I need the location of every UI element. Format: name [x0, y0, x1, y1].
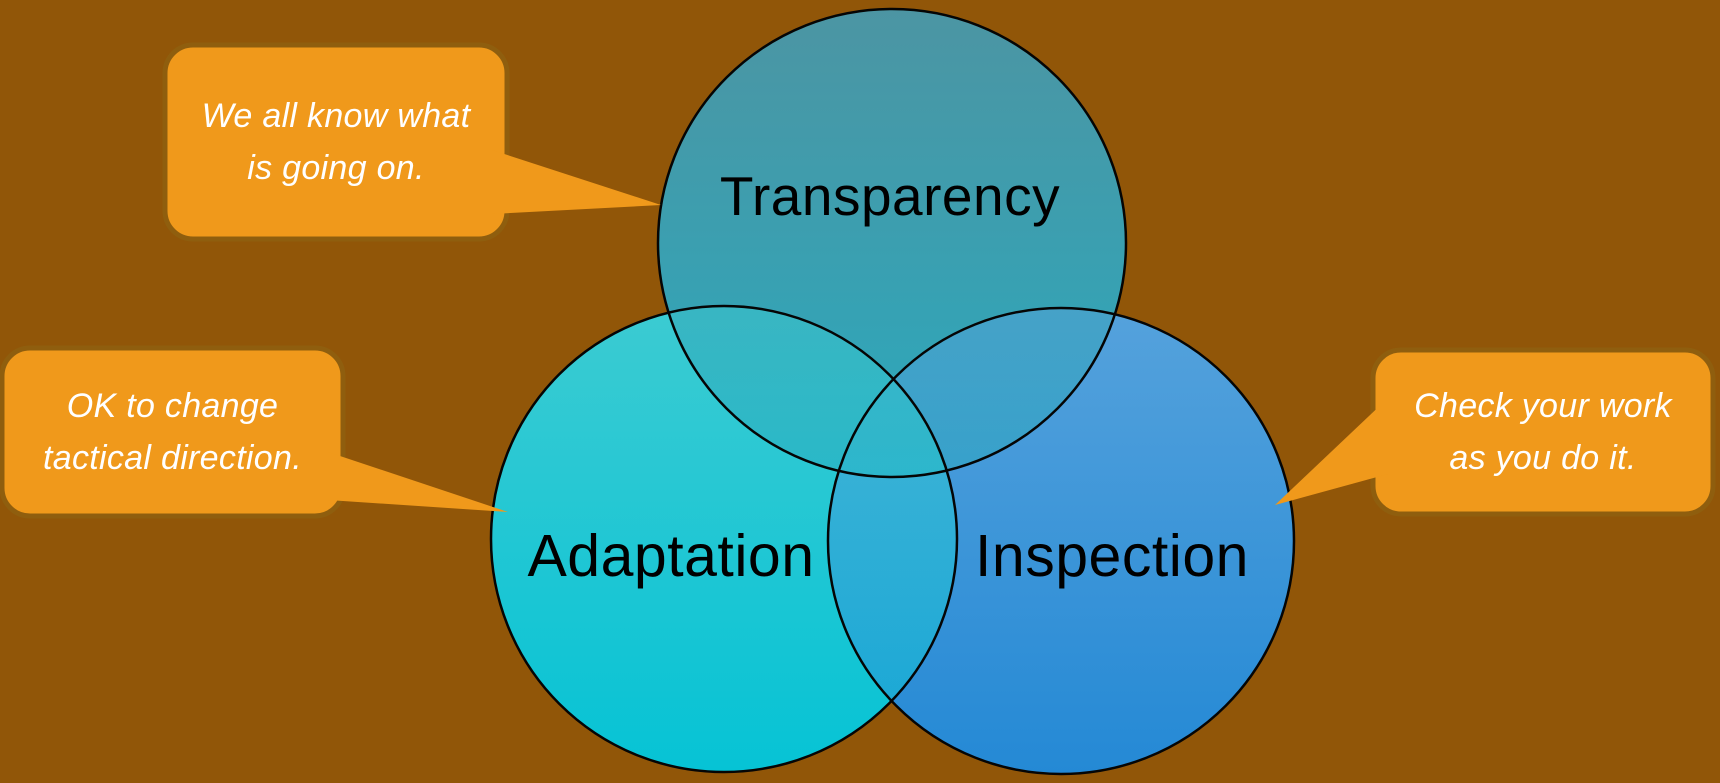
- adaptation-callout-bubble-border: [0, 345, 346, 519]
- callout-bubbles: [0, 42, 1716, 519]
- transparency-callout-text: We all know what is going on.: [165, 45, 507, 239]
- adaptation-callout-bubble: [2, 348, 343, 516]
- transparency-callout-bubble-border: [162, 42, 510, 242]
- inspection-label: Inspection: [975, 523, 1249, 589]
- transparency-callout-line-2: is going on.: [247, 149, 425, 187]
- inspection-callout-bubble: [1373, 350, 1713, 514]
- adaptation-circle-outline: [489, 304, 959, 774]
- transparency-callout-bubble: [165, 45, 507, 239]
- inspection-callout-line-1: Check your work: [1414, 387, 1672, 425]
- adaptation-callout-line-1: OK to change: [66, 387, 279, 425]
- overlap-transparency-adaptation: [658, 306, 957, 477]
- adaptation-label: Adaptation: [527, 523, 815, 589]
- inspection-circle-outline: [826, 306, 1296, 776]
- inspection-callout-pointer: [1275, 398, 1388, 505]
- inspection-callout-line-2: as you do it.: [1449, 439, 1637, 477]
- adaptation-callout-pointer: [328, 452, 508, 512]
- circle-outlines: [489, 7, 1296, 776]
- transparency-label: Transparency: [719, 165, 1061, 227]
- transparency-callout-line-1: We all know what: [201, 97, 471, 135]
- adaptation-callout-line-2: tactical direction.: [43, 439, 302, 477]
- inspection-callout-text: Check your work as you do it.: [1373, 350, 1713, 514]
- adaptation-callout-text: OK to change tactical direction.: [2, 348, 343, 516]
- transparency-circle-outline: [656, 7, 1128, 479]
- transparency-callout-pointer: [492, 150, 661, 214]
- overlap-transparency-inspection: [828, 308, 1126, 477]
